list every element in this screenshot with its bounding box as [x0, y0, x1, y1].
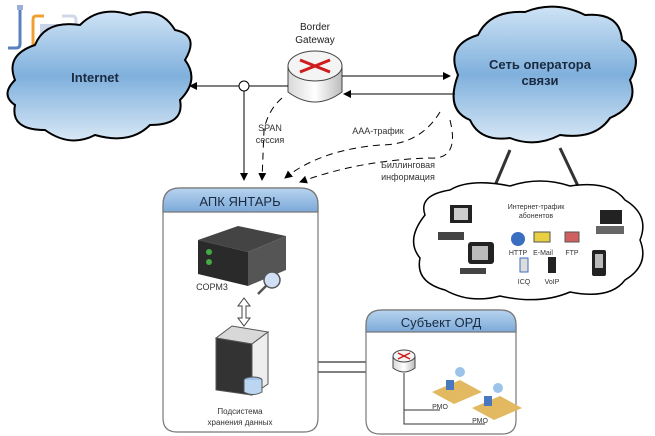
protocol-voip: VoIP: [545, 279, 560, 286]
voip-phone-icon: [548, 257, 556, 273]
email-icon: [533, 231, 551, 243]
protocol-email: E-Mail: [533, 250, 553, 257]
ord-title: Субъект ОРД: [401, 315, 482, 330]
border-gateway-router[interactable]: Border Gateway: [287, 22, 343, 103]
protocol-http: HTTP: [509, 250, 528, 257]
workstation-label-1: РМО: [432, 404, 448, 411]
storage-server-icon: [214, 325, 270, 396]
internet-cloud[interactable]: Internet: [6, 10, 193, 142]
tap-icon: [238, 80, 250, 92]
ord-lan-lines: [403, 373, 485, 425]
icq-icon: [519, 257, 529, 273]
desktop-pc-icon: [438, 205, 472, 240]
apk-yantar-box[interactable]: АПК ЯНТАРЬ СОРМ3 Подсистема хранения дан…: [162, 187, 319, 433]
ord-router-icon: [392, 349, 416, 373]
apk-title: АПК ЯНТАРЬ: [199, 194, 280, 209]
sorm-label: СОРМ3: [196, 282, 228, 292]
ord-subject-box[interactable]: Субъект ОРД РМО РМО: [365, 309, 522, 435]
workstation-label-2: РМО: [472, 418, 488, 425]
operator-label-line1: Сеть оператора: [489, 57, 592, 72]
subscriber-title-line2: абонентов: [519, 212, 553, 220]
operator-cloud[interactable]: Сеть оператора связи: [452, 5, 637, 144]
dashed-connections: [258, 97, 453, 184]
bidirectional-arrows: [492, 147, 580, 189]
crt-monitor-icon: [460, 242, 494, 274]
http-icon: [511, 232, 525, 246]
storage-label-line1: Подсистема: [217, 407, 263, 416]
operator-workstation-icon: [432, 367, 522, 420]
double-arrow-icon: [237, 297, 251, 327]
billing-label-line2: информация: [381, 172, 435, 182]
operator-label-line2: связи: [521, 73, 558, 88]
subscriber-cloud[interactable]: Интернет-трафик абонентов HTTP E-Mail FT…: [412, 180, 644, 301]
storage-label-line2: хранения данных: [208, 418, 273, 427]
protocol-ftp: FTP: [565, 250, 579, 257]
aaa-label: AAA-трафик: [352, 126, 404, 136]
billing-label-line1: Биллинговая: [381, 160, 435, 170]
subscriber-title-line1: Интернет-трафик: [508, 204, 566, 211]
pda-icon: [592, 250, 606, 276]
span-label-line2: сессия: [256, 135, 285, 145]
span-label-line1: SPAN: [258, 123, 282, 133]
router-arrows-icon: [299, 58, 331, 74]
magnifier-icon: [257, 271, 281, 295]
protocol-icq: ICQ: [518, 279, 531, 286]
internet-label: Internet: [71, 70, 119, 85]
gateway-label-line2: Gateway: [295, 35, 334, 46]
laptop-icon: [596, 210, 624, 234]
gateway-label-line1: Border: [300, 22, 331, 33]
ftp-icon: [564, 231, 580, 243]
